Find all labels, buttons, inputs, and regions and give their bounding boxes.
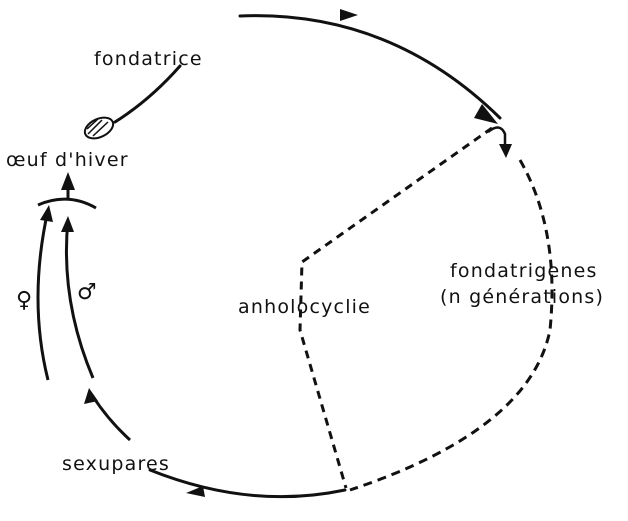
label-oeuf-hiver: œuf d'hiver (6, 151, 129, 170)
label-sexupares: sexupares (62, 455, 170, 474)
female-symbol-icon: ♀ (16, 290, 33, 312)
male-symbol-icon: ♂ (77, 282, 98, 304)
arrowhead-top (340, 9, 358, 21)
fusion-bar (38, 199, 96, 208)
label-fondatrigenes: fondatrigenes (450, 262, 598, 281)
cycle-arc-right-dashed (350, 160, 552, 490)
female-lineage-arrow (38, 210, 48, 380)
fondatrice-to-egg-arc (115, 66, 180, 122)
sexupares-up-arrow (92, 395, 130, 440)
arrowhead-bottom (186, 486, 205, 497)
cycle-arc-bottom (150, 470, 345, 497)
label-anholocyclie: anholocyclie (238, 298, 371, 317)
arrowhead-female (40, 205, 53, 222)
cycle-arc-top (240, 16, 500, 118)
label-fondatrice: fondatrice (94, 50, 203, 69)
winter-egg-icon (82, 114, 117, 143)
arrowhead-male (61, 216, 74, 232)
label-generations: (n générations) (440, 288, 604, 307)
arrowhead-hook (499, 144, 512, 158)
arrowhead-to-egg (61, 172, 75, 190)
